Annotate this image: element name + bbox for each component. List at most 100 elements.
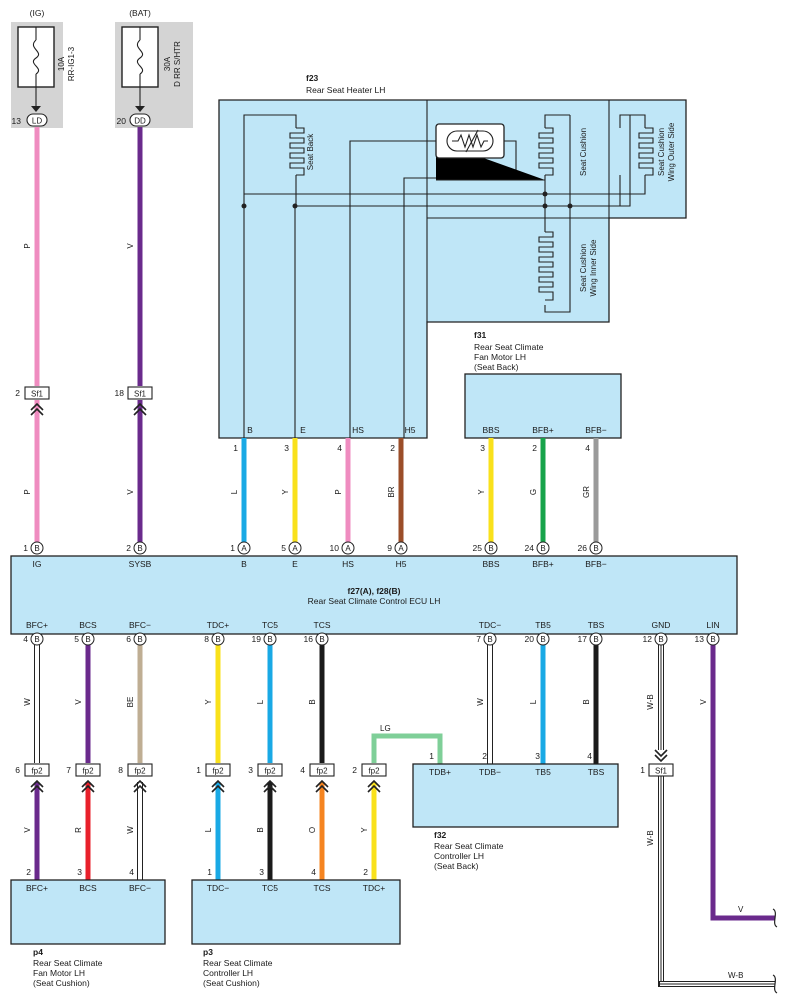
ecu-pin-conn: B [487,635,492,644]
fuse-bat-conn-pin: 20 [117,116,127,126]
ecu-pin-label: TDC− [479,620,501,630]
ecu-pin-conn: B [137,635,142,644]
pin-number: 1 [429,751,434,761]
ecu-pin-label: TB5 [535,620,551,630]
connector-pin: 4 [300,765,305,775]
connector-code: Sf1 [655,767,668,776]
pin-label: TC5 [262,883,278,893]
fp2-connectors: 6 fp2 7 fp2 8 fp2 1 fp2 3 fp2 4 fp2 2 fp… [15,763,387,793]
controller-cushion-name-2: Controller LH [203,968,253,978]
connector-sf1-sysb: 18 Sf1 [115,386,153,416]
wire-break-icon [772,974,778,994]
fan-back-pin-label: BFB+ [532,425,554,435]
wire-label: BE [126,697,135,708]
ecu-pin-number: 1 [230,543,235,553]
connector-code: fp2 [134,767,146,776]
ecu-pin-conn: B [215,635,220,644]
connector-code: fp2 [316,767,328,776]
pin-number: 3 [77,867,82,877]
wire-label: L [256,699,265,704]
controller-cushion-name-3: (Seat Cushion) [203,978,260,988]
wire-pin: 3 [284,443,289,453]
wire-label: V [699,699,708,705]
fan-back-pin-label: BBS [482,425,499,435]
ecu-pin-conn: B [593,544,598,553]
ecu-pin-number: 20 [525,634,535,644]
chevron-up-icon [133,402,147,416]
pin-label: TDC− [207,883,229,893]
wire-label: V [126,489,135,495]
controller-cushion-pins: 1 3 4 2 TDC− TC5 TCS TDC+ [207,867,385,893]
connector-sf1-gnd: 1 Sf1 W-B [640,749,674,846]
ecu-pin-label: TDC+ [207,620,229,630]
pin-label: TB5 [535,767,551,777]
pin-number: 2 [482,751,487,761]
wire-label: O [308,827,317,833]
ecu-pin-number: 1 [23,543,28,553]
pin-label: BCS [79,883,97,893]
ecu-pin-label: E [292,559,298,569]
heater-element-wing-outer [638,127,654,176]
heater-element-seat-cushion [538,127,554,176]
chevron-up-icon [81,779,95,793]
fan-cushion-box [10,879,166,945]
ecu-pin-conn: B [85,635,90,644]
ecu-lower-wire-labels: W V BE Y L B W L B W-B V [23,694,708,709]
controller-back-name-2: Controller LH [434,851,484,861]
controller-back-name-1: Rear Seat Climate [434,841,504,851]
wire-label: Y [281,489,290,495]
controller-back-pins: 1 2 3 4 TDB+ TDB− TB5 TBS [429,751,605,777]
ecu-pin-conn: B [593,635,598,644]
connector-pin: 3 [248,765,253,775]
fan-back-pin-label: BFB− [585,425,607,435]
fuse-ig-conn-pin: 13 [12,116,22,126]
fan-back-name-1: Rear Seat Climate [474,342,544,352]
ecu-pin-conn: B [137,544,142,553]
ecu-pin-label: TBS [588,620,605,630]
ecu-name: Rear Seat Climate Control ECU LH [308,596,441,606]
thermistor-icon [452,129,488,153]
heater-element-wing-inner [538,231,554,301]
ecu-pin-conn: B [710,635,715,644]
wire-break-icon [772,908,778,928]
fp2-lower-wires [34,733,775,987]
fuse-ig-name: RR-IG1-3 [67,46,76,81]
fuse-ig: (IG) 10A RR-IG1-3 [11,8,76,128]
pin-label: TBS [588,767,605,777]
fuse-ig-conn-code: LD [32,117,42,126]
wire-label: R [74,827,83,833]
ecu-pin-number: 16 [304,634,314,644]
connector-sf1-ig: 2 Sf1 [15,386,50,416]
wire-pin: 4 [337,443,342,453]
ecu-box [10,555,738,635]
ecu-pin-number: 9 [387,543,392,553]
fuse-bat-name: D RR S/HTR [173,41,182,87]
fuse-ig-supply: (IG) [30,8,45,18]
fan-cushion-code: p4 [33,947,43,957]
ecu-pin-number: 7 [476,634,481,644]
wire-label: V [74,699,83,705]
heater-label-wing-outer-2: Wing Outer Side [667,122,676,181]
connector-code: fp2 [368,767,380,776]
pin-number: 4 [129,867,134,877]
wire-label: Y [204,699,213,705]
ecu-bottom-pin-markers: 4 B 5 B 6 B 8 B 19 B 16 B 7 B 20 B 17 B … [23,632,720,646]
wire-label: G [529,489,538,495]
fuse-symbol-icon [136,27,144,87]
wire-label: W [23,698,32,706]
chevron-up-icon [211,779,225,793]
controller-back-box [412,763,619,828]
ecu-pin-label: BFB− [585,559,607,569]
ecu-pin-label: HS [342,559,354,569]
chevron-up-icon [263,779,277,793]
connector-pin: 8 [118,765,123,775]
wire-label: BR [387,486,396,497]
pin-label: BFC+ [26,883,48,893]
fan-cushion-name-3: (Seat Cushion) [33,978,90,988]
controller-cushion-name-1: Rear Seat Climate [203,958,273,968]
connector-code: Sf1 [31,390,44,399]
wire-label: B [582,699,591,704]
chevron-up-icon [30,779,44,793]
wire-label: V [126,243,135,249]
